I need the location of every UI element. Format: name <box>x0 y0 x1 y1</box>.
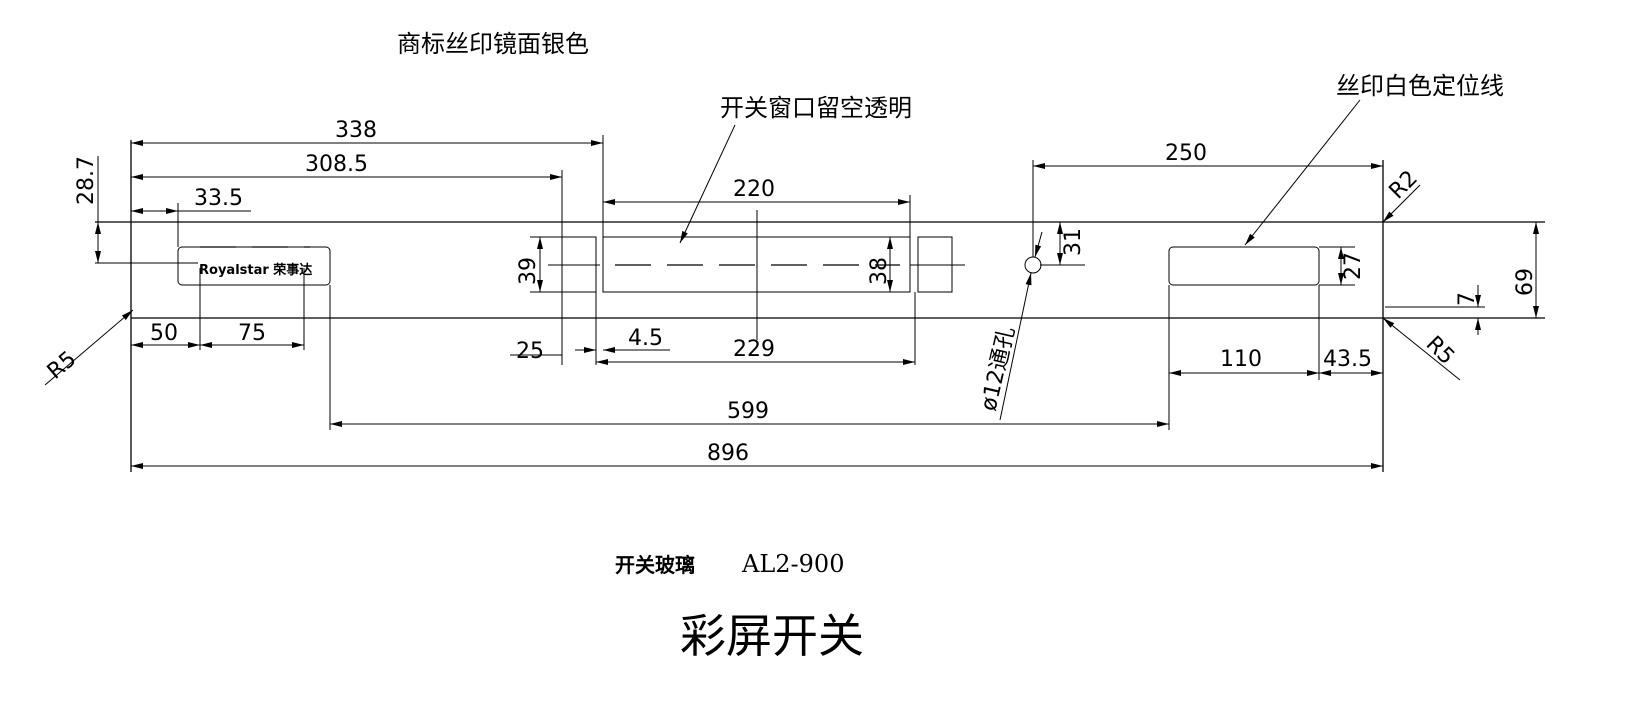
dim-27: 27 <box>1341 252 1366 280</box>
hole-label: ø12通孔 <box>976 324 1020 413</box>
dim-599: 599 <box>727 399 769 424</box>
switch-window-note: 开关窗口留空透明 <box>720 94 912 122</box>
radius-r5-left: R5 <box>43 347 82 385</box>
model-number: AL2-900 <box>741 550 844 578</box>
dim-75: 75 <box>238 321 266 346</box>
logo-box: Royalstar 荣事达 <box>177 246 331 286</box>
product-title: 彩屏开关 <box>680 609 864 663</box>
dim-338: 338 <box>335 118 377 143</box>
dim-43-5: 43.5 <box>1323 347 1372 372</box>
dim-229: 229 <box>733 337 775 362</box>
dim-25: 25 <box>516 339 544 364</box>
dimension-lines <box>44 99 1539 469</box>
dimension-texts: 338 308.5 33.5 28.7 50 75 39 220 38 25 4… <box>43 118 1538 466</box>
dim-220: 220 <box>733 177 775 202</box>
dim-896: 896 <box>707 441 749 466</box>
dim-308-5: 308.5 <box>305 152 368 177</box>
dim-38: 38 <box>867 257 892 285</box>
dim-250: 250 <box>1165 141 1207 166</box>
dim-7: 7 <box>1455 292 1480 306</box>
dim-110: 110 <box>1220 347 1262 372</box>
locator-box <box>1168 246 1320 286</box>
switch-window <box>548 210 965 340</box>
white-locator-note: 丝印白色定位线 <box>1336 72 1504 100</box>
dim-31: 31 <box>1061 228 1086 256</box>
part-name: 开关玻璃 <box>615 553 695 577</box>
dim-50: 50 <box>150 321 178 346</box>
dim-28-7: 28.7 <box>74 156 99 205</box>
logo-text: Royalstar 荣事达 <box>199 262 312 278</box>
glass-panel <box>95 140 1545 472</box>
dim-33-5: 33.5 <box>194 186 243 211</box>
dim-39: 39 <box>516 257 541 285</box>
dim-69: 69 <box>1513 268 1538 296</box>
radius-r5-right: R5 <box>1421 332 1459 370</box>
logo-silkscreen-note: 商标丝印镜面银色 <box>397 30 589 58</box>
radius-r2: R2 <box>1385 166 1423 204</box>
hole-12 <box>1024 256 1042 274</box>
dim-4-5: 4.5 <box>628 326 663 351</box>
